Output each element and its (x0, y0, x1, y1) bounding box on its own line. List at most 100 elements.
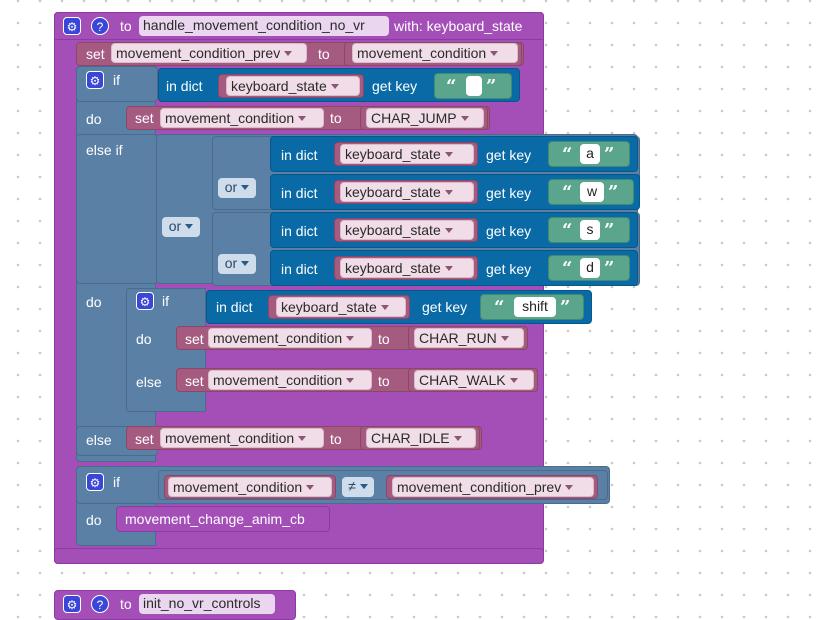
gear-icon[interactable]: ⚙ (136, 292, 154, 310)
quote-open-icon: “ (562, 220, 573, 241)
constant-dropdown[interactable]: CHAR_RUN (414, 328, 524, 348)
dropdown-arrow-icon (241, 185, 250, 190)
variable-dropdown[interactable]: keyboard_state (340, 144, 474, 164)
to-label: to (330, 110, 342, 126)
quote-open-icon: “ (562, 182, 573, 203)
get-key-label: get key (486, 147, 532, 163)
get-key-label: get key (486, 185, 532, 201)
quote-open-icon: “ (562, 258, 573, 279)
set-label: set (86, 46, 105, 62)
dropdown-arrow-icon (444, 190, 453, 195)
procedure-params-label: with: keyboard_state (394, 18, 523, 34)
variable-name: movement_condition (173, 479, 303, 495)
constant-name: CHAR_RUN (419, 330, 497, 346)
string-field[interactable]: s (580, 220, 600, 240)
dropdown-arrow-icon (346, 378, 355, 383)
set-label: set (185, 373, 204, 389)
in-dict-label: in dict (281, 261, 318, 277)
variable-name: movement_condition_prev (397, 479, 562, 495)
or-operator-dropdown[interactable]: or (162, 217, 200, 237)
dropdown-arrow-icon (509, 378, 518, 383)
variable-dropdown[interactable]: movement_condition_prev (392, 477, 594, 497)
quote-open-icon: “ (446, 76, 457, 97)
variable-dropdown[interactable]: keyboard_state (340, 220, 474, 240)
gear-icon[interactable]: ⚙ (86, 71, 104, 89)
string-field[interactable]: d (580, 258, 600, 278)
variable-dropdown[interactable]: movement_condition (208, 328, 372, 348)
procedure-name-field[interactable]: init_no_vr_controls (139, 594, 275, 614)
variable-dropdown[interactable]: movement_condition (168, 477, 332, 497)
quote-open-icon: “ (562, 144, 573, 165)
string-field[interactable] (466, 76, 482, 96)
dropdown-arrow-icon (284, 51, 293, 56)
string-field[interactable]: w (580, 182, 604, 202)
or-operator-dropdown[interactable]: or (218, 178, 256, 198)
quote-close-icon: ” (608, 182, 619, 203)
variable-name: movement_condition (165, 110, 295, 126)
dropdown-arrow-icon (241, 261, 250, 266)
procedure-to-label: to (120, 596, 132, 612)
constant-dropdown[interactable]: CHAR_JUMP (366, 108, 484, 128)
variable-dropdown[interactable]: keyboard_state (340, 182, 474, 202)
quote-close-icon: ” (560, 297, 571, 318)
procedure-call-label: movement_change_anim_cb (125, 511, 305, 527)
get-key-label: get key (422, 299, 468, 315)
quote-close-icon: ” (604, 220, 615, 241)
if-label: if (162, 293, 169, 309)
constant-name: CHAR_IDLE (371, 430, 450, 446)
procedure-call-block[interactable] (116, 506, 330, 532)
in-dict-label: in dict (281, 147, 318, 163)
compare-operator-dropdown[interactable]: ≠ (342, 477, 374, 497)
quote-close-icon: ” (604, 144, 615, 165)
variable-name: keyboard_state (345, 184, 441, 200)
do-label: do (86, 294, 102, 310)
dropdown-arrow-icon (185, 224, 194, 229)
variable-dropdown[interactable]: keyboard_state (226, 76, 360, 96)
dropdown-arrow-icon (359, 484, 368, 489)
variable-name: movement_condition (213, 372, 343, 388)
procedure-name-field[interactable]: handle_movement_condition_no_vr (139, 16, 389, 36)
operator-name: or (168, 218, 182, 234)
operator-name: or (224, 179, 238, 195)
gear-icon[interactable]: ⚙ (63, 595, 81, 613)
variable-dropdown[interactable]: keyboard_state (340, 258, 474, 278)
to-label: to (378, 373, 390, 389)
procedure-to-label: to (120, 18, 132, 34)
help-icon[interactable]: ? (91, 595, 109, 613)
gear-icon[interactable]: ⚙ (86, 473, 104, 491)
dropdown-arrow-icon (380, 305, 389, 310)
variable-dropdown[interactable]: movement_condition (160, 428, 324, 448)
variable-dropdown[interactable]: keyboard_state (276, 297, 406, 317)
variable-name: movement_condition (213, 330, 343, 346)
dropdown-arrow-icon (444, 228, 453, 233)
constant-name: CHAR_WALK (419, 372, 506, 388)
dropdown-arrow-icon (298, 436, 307, 441)
dropdown-arrow-icon (306, 485, 315, 490)
do-label: do (86, 111, 102, 127)
procedure-footer (54, 548, 544, 564)
set-label: set (135, 110, 154, 126)
variable-name: movement_condition (357, 45, 487, 61)
else-if-label: else if (86, 142, 123, 158)
in-dict-label: in dict (166, 78, 203, 94)
else-label: else (136, 374, 162, 390)
get-key-label: get key (372, 78, 418, 94)
constant-dropdown[interactable]: CHAR_WALK (414, 370, 534, 390)
do-label: do (136, 331, 152, 347)
string-field[interactable]: a (580, 144, 600, 164)
constant-dropdown[interactable]: CHAR_IDLE (366, 428, 476, 448)
quote-close-icon: ” (604, 258, 615, 279)
variable-name: keyboard_state (281, 299, 377, 315)
dropdown-arrow-icon (453, 436, 462, 441)
variable-name: keyboard_state (345, 260, 441, 276)
help-icon[interactable]: ? (91, 17, 109, 35)
variable-dropdown[interactable]: movement_condition (352, 43, 518, 63)
or-operator-dropdown[interactable]: or (218, 254, 256, 274)
variable-dropdown[interactable]: movement_condition (160, 108, 324, 128)
gear-icon[interactable]: ⚙ (63, 17, 81, 35)
to-label: to (318, 46, 330, 62)
variable-dropdown[interactable]: movement_condition (208, 370, 372, 390)
variable-dropdown[interactable]: movement_condition_prev (111, 43, 307, 63)
string-field[interactable]: shift (514, 297, 556, 317)
variable-name: movement_condition_prev (116, 45, 281, 61)
